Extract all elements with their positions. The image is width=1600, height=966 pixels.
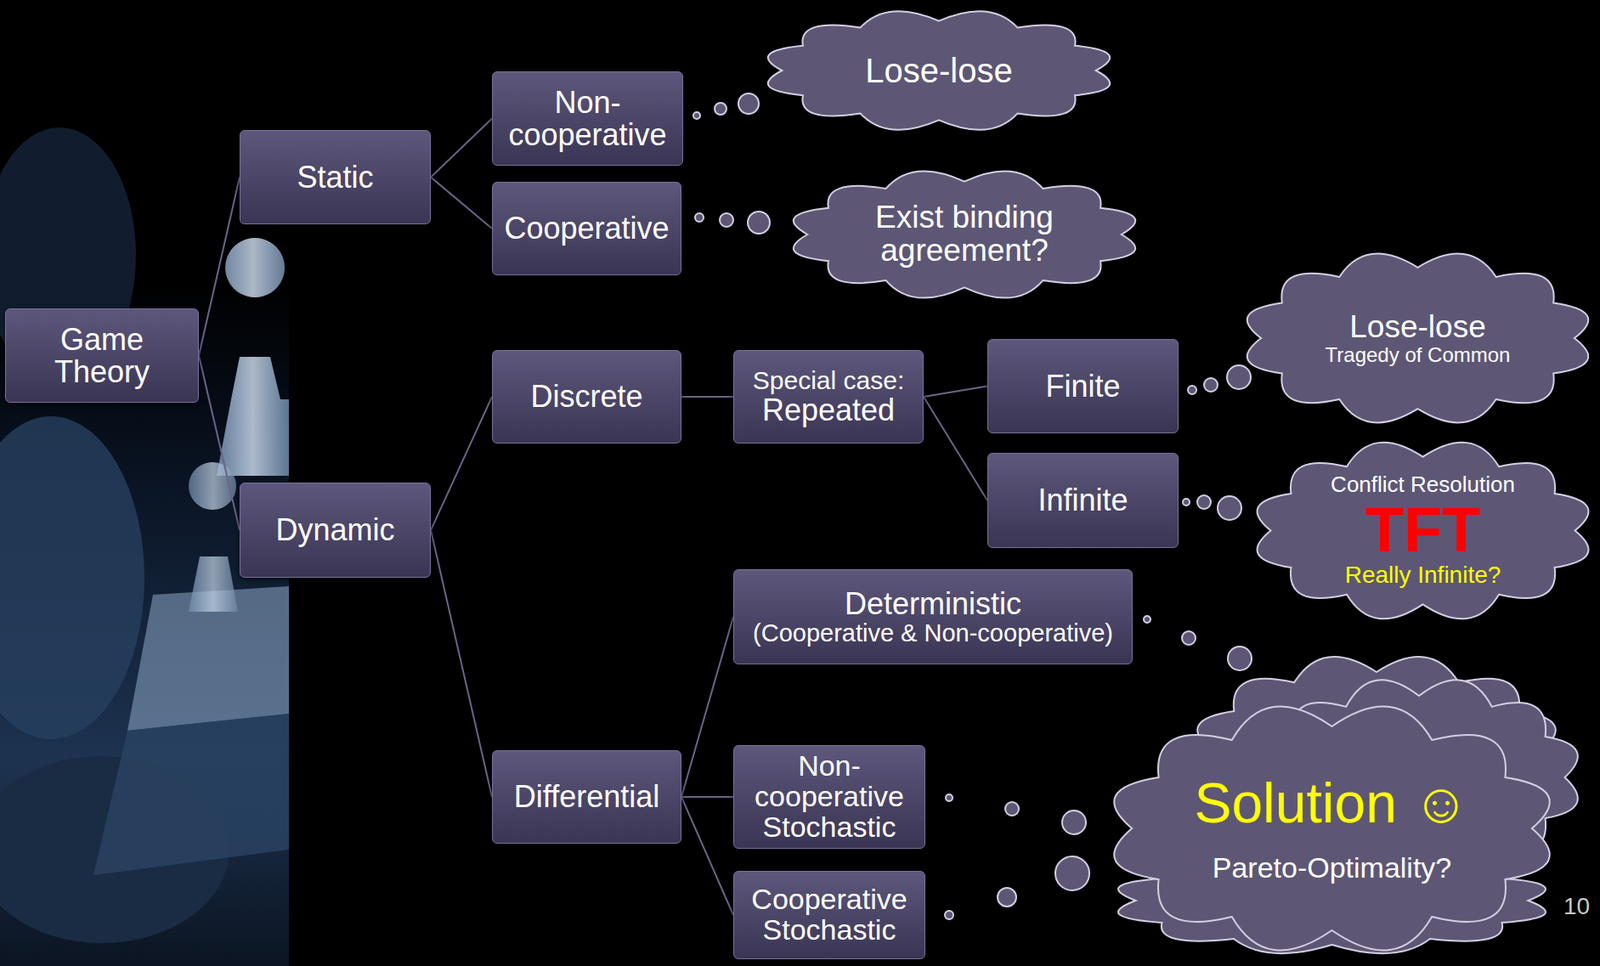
node-title: Conflict Resolution bbox=[1330, 473, 1516, 497]
node-title: Exist binding agreement? bbox=[836, 201, 1093, 268]
category-box: Non-cooperative bbox=[491, 71, 684, 166]
text-stack: Game Theory bbox=[12, 323, 192, 389]
category-box: Static bbox=[239, 130, 431, 225]
node-title: Cooperative bbox=[503, 212, 669, 245]
node-title: Non-cooperative Stochastic bbox=[740, 751, 918, 843]
node-subtitle: (Cooperative & Non-cooperative) bbox=[752, 620, 1114, 646]
tree-connector bbox=[681, 796, 734, 798]
text-stack: Cooperative bbox=[503, 212, 669, 245]
text-stack: Static bbox=[296, 161, 374, 194]
category-box: Dynamic bbox=[239, 482, 431, 578]
tree-connector bbox=[430, 177, 492, 230]
node-subtitle: Pareto-Optimality? bbox=[1212, 853, 1453, 884]
pawn-piece bbox=[216, 237, 289, 476]
category-box: Deterministic(Cooperative & Non-cooperat… bbox=[733, 569, 1133, 665]
node-title: Deterministic bbox=[844, 587, 1022, 621]
node-subtitle: Repeated bbox=[762, 394, 895, 427]
category-box: Cooperative bbox=[491, 181, 682, 276]
node-title: Finite bbox=[1045, 370, 1120, 403]
tree-connector bbox=[681, 395, 734, 398]
text-stack: Exist binding agreement? bbox=[836, 184, 1093, 286]
tree-connector bbox=[681, 616, 734, 798]
category-box: Cooperative Stochastic bbox=[733, 870, 926, 960]
text-stack: Infinite bbox=[1037, 484, 1128, 517]
category-box: Differential bbox=[491, 750, 682, 844]
node-title: Lose-lose bbox=[865, 52, 1013, 89]
node-subtitle: TFT bbox=[1365, 497, 1482, 564]
text-stack: Cooperative Stochastic bbox=[740, 884, 918, 945]
node-title: Non-cooperative bbox=[499, 86, 676, 152]
category-box: Special case:Repeated bbox=[733, 350, 924, 444]
tree-connector bbox=[430, 118, 492, 178]
category-box: Discrete bbox=[491, 350, 682, 444]
tree-connector bbox=[923, 396, 988, 501]
node-title: Differential bbox=[514, 780, 660, 814]
tree-connector bbox=[198, 177, 240, 357]
thought-cloud: Lose-loseTragedy of Common bbox=[1239, 249, 1596, 427]
node-subtitle: Tragedy of Common bbox=[1325, 344, 1511, 366]
node-title: Discrete bbox=[530, 380, 643, 413]
text-stack: Solution ☺ Pareto-Optimality? bbox=[1168, 731, 1496, 926]
category-box: Game Theory bbox=[5, 308, 199, 403]
text-stack: Non-cooperative bbox=[499, 86, 676, 152]
text-stack: Lose-loseTragedy of Common bbox=[1289, 271, 1547, 406]
text-stack: Deterministic(Cooperative & Non-cooperat… bbox=[752, 587, 1114, 646]
dark-piece bbox=[0, 416, 145, 740]
text-stack: Differential bbox=[514, 780, 660, 814]
node-title: Special case: bbox=[752, 367, 905, 395]
category-box: Infinite bbox=[987, 452, 1179, 549]
text-stack: Lose-lose bbox=[810, 23, 1068, 119]
thought-cloud: Lose-lose bbox=[760, 8, 1118, 133]
text-stack: Non-cooperative Stochastic bbox=[740, 751, 918, 843]
pawn-piece bbox=[188, 462, 238, 612]
category-box: Non-cooperative Stochastic bbox=[733, 745, 926, 849]
node-title: Game Theory bbox=[12, 323, 192, 389]
tree-connector bbox=[430, 530, 492, 798]
node-title: Solution ☺ bbox=[1193, 774, 1470, 833]
tree-connector bbox=[923, 386, 988, 398]
category-box: Finite bbox=[987, 339, 1179, 434]
node-subtitle: Really Infinite? bbox=[1345, 562, 1502, 588]
node-title: Cooperative Stochastic bbox=[740, 884, 918, 945]
thought-cloud: Exist binding agreement? bbox=[785, 168, 1143, 301]
text-stack: Conflict ResolutionTFTReally Infinite? bbox=[1298, 460, 1548, 601]
text-stack: Finite bbox=[1045, 370, 1120, 403]
text-stack: Discrete bbox=[530, 380, 643, 413]
node-title: Dynamic bbox=[275, 514, 395, 547]
node-title: Static bbox=[296, 161, 374, 194]
board-square bbox=[93, 713, 289, 876]
node-title: Lose-lose bbox=[1349, 310, 1486, 345]
thought-cloud: Solution ☺ Pareto-Optimality? bbox=[1104, 701, 1560, 956]
thought-cloud: Conflict ResolutionTFTReally Infinite? bbox=[1249, 438, 1596, 623]
text-stack: Special case:Repeated bbox=[752, 367, 905, 426]
tree-connector bbox=[681, 797, 734, 916]
text-stack: Dynamic bbox=[275, 514, 395, 547]
tree-connector bbox=[430, 396, 492, 531]
tree-connector bbox=[198, 356, 240, 532]
node-title: Infinite bbox=[1037, 484, 1128, 517]
page-number: 10 bbox=[1563, 893, 1590, 919]
